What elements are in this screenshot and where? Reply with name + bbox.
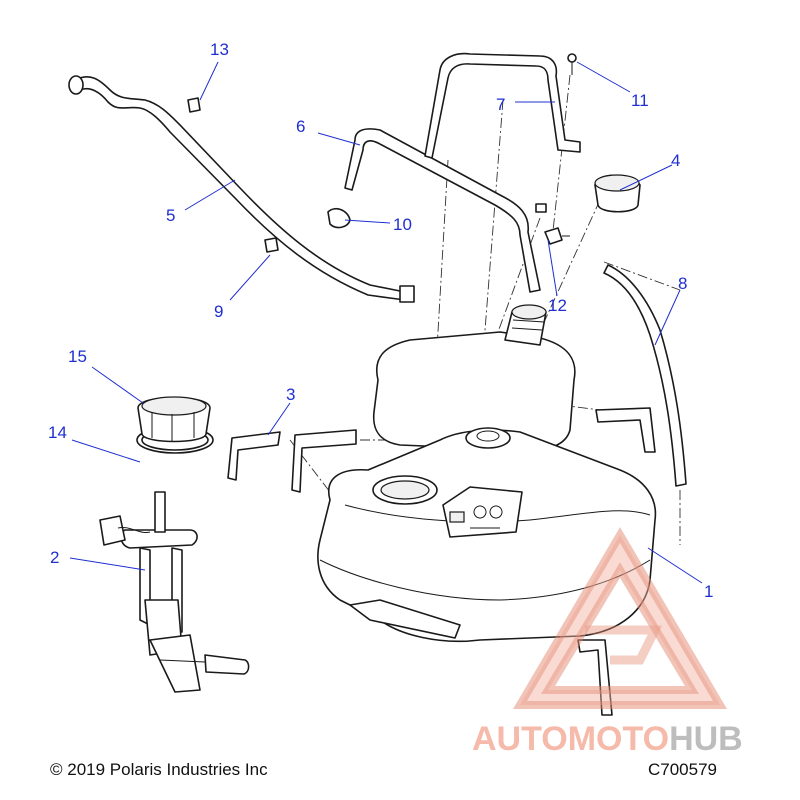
callout-3: 3 — [286, 385, 295, 404]
strap-pad-alt — [291, 407, 656, 716]
callout-14: 14 — [48, 423, 67, 442]
leader-lines — [69, 61, 703, 584]
strap-pad — [227, 431, 281, 481]
callout-13: 13 — [210, 40, 229, 59]
watermark-triangle — [513, 527, 727, 709]
watermark-text-secondary: HUB — [669, 720, 743, 758]
callout-5: 5 — [166, 206, 175, 225]
copyright-text: © 2019 Polaris Industries Inc — [50, 760, 268, 779]
callout-15: 15 — [68, 347, 87, 366]
tank-strap-6 — [344, 128, 541, 293]
vent-hose — [68, 75, 415, 303]
callout-11: 11 — [631, 91, 649, 110]
lock-ring — [137, 396, 211, 443]
fuel-pump-assembly — [99, 491, 250, 693]
callout-8: 8 — [678, 274, 687, 293]
diagram-id: C700579 — [648, 760, 718, 779]
callout-2: 2 — [50, 548, 59, 567]
callout-1: 1 — [704, 582, 713, 601]
callout-6: 6 — [296, 117, 305, 136]
hose-8 — [603, 264, 687, 487]
callouts: 1 2 3 4 5 6 7 8 9 10 11 12 13 14 15 — [48, 40, 713, 601]
callout-10: 10 — [393, 215, 412, 234]
fuel-tank — [317, 304, 657, 643]
svg-text:AUTOMOTOHUB: AUTOMOTOHUB — [472, 720, 743, 758]
callout-4: 4 — [671, 151, 680, 170]
callout-12: 12 — [548, 296, 567, 315]
watermark: AUTOMOTOHUB — [472, 527, 743, 758]
fuel-cap — [594, 174, 641, 213]
callout-9: 9 — [214, 302, 223, 321]
watermark-text-primary: AUTOMOTO — [472, 720, 669, 758]
callout-7: 7 — [496, 95, 505, 114]
tank-strap-7 — [424, 52, 581, 159]
